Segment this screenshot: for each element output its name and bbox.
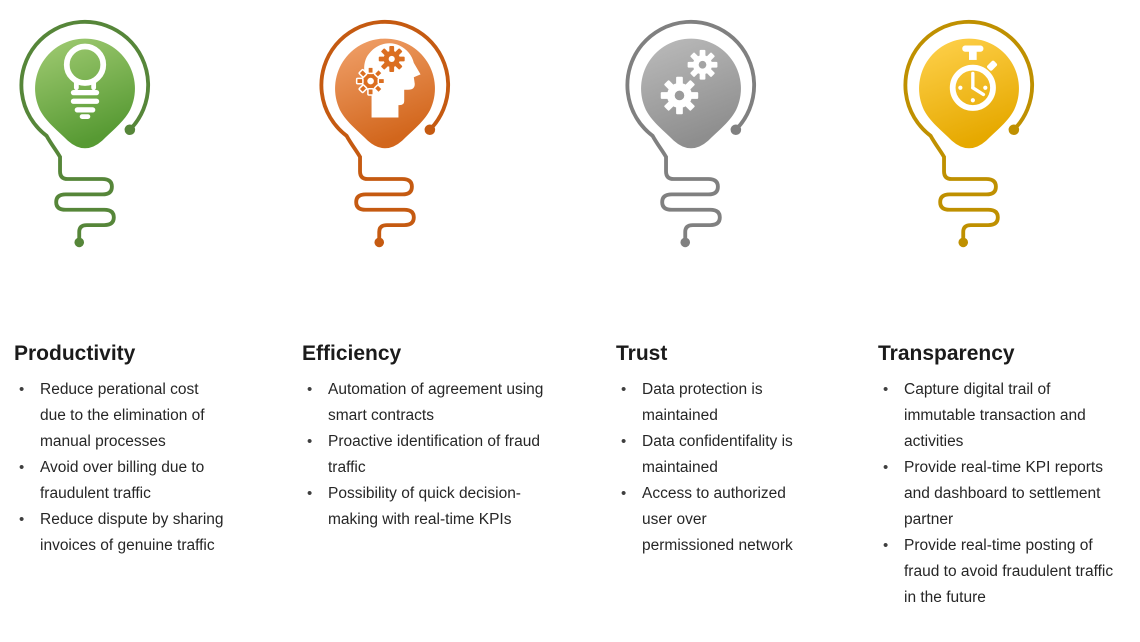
bullet-item: Data confidentifality is maintained [616, 429, 801, 481]
productivity-lightbulb-icon [19, 19, 150, 248]
idea-bulb-glyph-icon [63, 43, 107, 119]
bullet-item: Possibility of quick decision-making wit… [302, 481, 557, 533]
gear-cutout-large [378, 46, 405, 72]
gear-small [687, 49, 718, 80]
efficiency-lightbulb-icon [319, 19, 450, 248]
wire-outline [19, 19, 150, 248]
column-trust: Trust Data protection is maintained Data… [616, 10, 801, 559]
column-transparency: Transparency Capture digital trail of im… [878, 10, 1118, 611]
column-productivity: Productivity Reduce perational cost due … [14, 10, 226, 559]
bullet-item: Reduce dispute by sharing invoices of ge… [14, 507, 226, 559]
column-title: Productivity [14, 342, 136, 365]
bullet-item: Avoid over billing due to fraudulent tra… [14, 455, 226, 507]
stopwatch-glyph-icon [949, 45, 998, 111]
bullet-list: Capture digital trail of immutable trans… [878, 377, 1118, 611]
gear-cutout-small [355, 66, 386, 96]
bullet-item: Reduce perational cost due to the elimin… [14, 377, 226, 455]
column-efficiency: Efficiency Automation of agreement using… [302, 10, 557, 533]
bullet-list: Reduce perational cost due to the elimin… [14, 377, 226, 559]
bullet-item: Provide real-time posting of fraud to av… [878, 533, 1118, 611]
bullet-list: Data protection is maintained Data confi… [616, 377, 801, 559]
column-title: Trust [616, 342, 668, 365]
column-title: Transparency [878, 342, 1015, 365]
gears-glyph-icon [660, 49, 718, 115]
bullet-item: Capture digital trail of immutable trans… [878, 377, 1118, 455]
trust-lightbulb-icon [625, 19, 756, 248]
bullet-item: Access to authorized user over permissio… [616, 481, 801, 559]
wire-outline [625, 19, 756, 248]
bullet-item: Provide real-time KPI reports and dashbo… [878, 455, 1118, 533]
wire-outline [903, 19, 1034, 248]
bullet-item: Data protection is maintained [616, 377, 801, 429]
head-gears-glyph-icon [355, 43, 421, 118]
bullet-list: Automation of agreement using smart cont… [302, 377, 557, 533]
gear-large [660, 76, 699, 115]
bullet-item: Proactive identification of fraud traffi… [302, 429, 557, 481]
column-title: Efficiency [302, 342, 402, 365]
wire-outline [319, 19, 450, 248]
transparency-lightbulb-icon [903, 19, 1034, 248]
bullet-item: Automation of agreement using smart cont… [302, 377, 557, 429]
